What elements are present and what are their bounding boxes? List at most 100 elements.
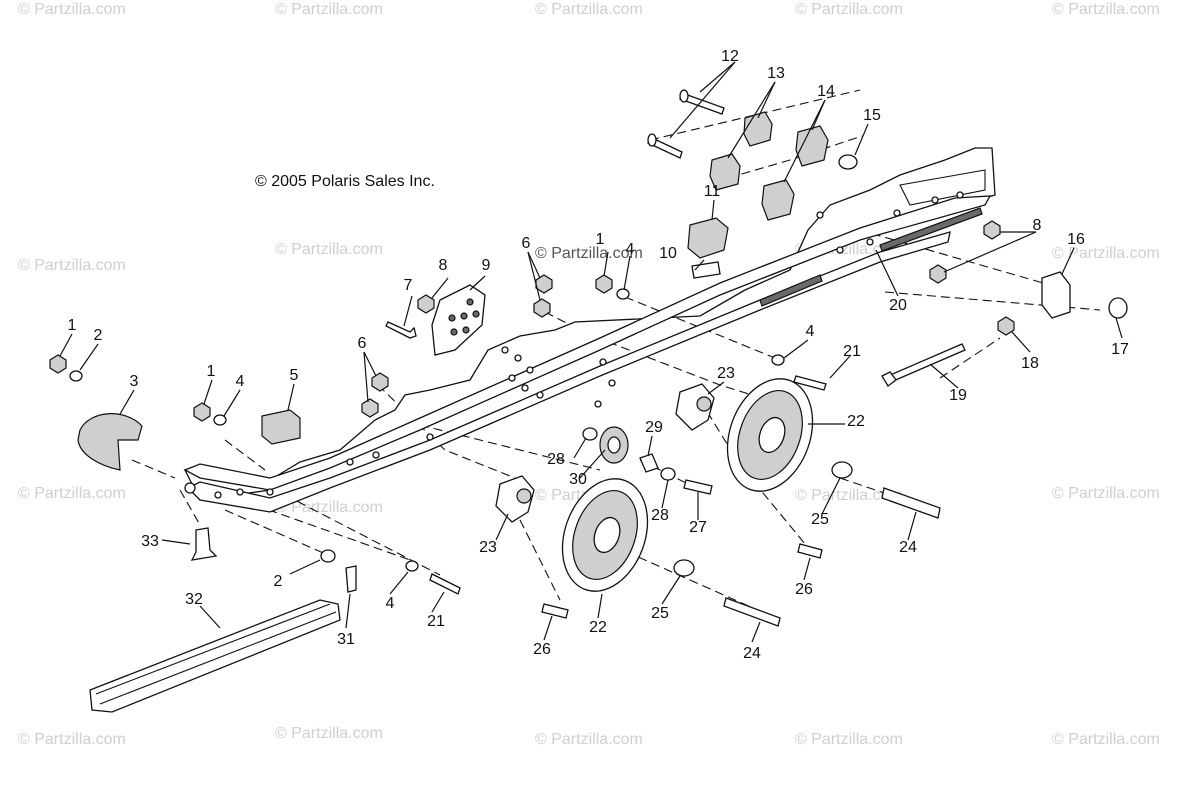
watermark: © Partzilla.com [18, 257, 126, 274]
callout-19: 19 [949, 387, 967, 404]
callouts: 12 13 14 15 11 8 16 1 6 4 10 8 9 7 20 1 … [68, 48, 1129, 662]
callout-27: 27 [689, 519, 707, 536]
idler-wheel [726, 378, 814, 492]
idler-wheel [561, 478, 649, 592]
callout-23: 23 [479, 539, 497, 556]
washer [320, 549, 336, 563]
callout-21: 21 [427, 613, 445, 630]
callout-4: 4 [236, 373, 245, 390]
bolt [793, 375, 827, 391]
rivet [190, 527, 218, 561]
copyright-text: © 2005 Polaris Sales Inc. [255, 173, 435, 190]
callout-29: 29 [645, 419, 663, 436]
washer [616, 288, 630, 300]
bolt [683, 479, 713, 495]
spacer [639, 453, 659, 473]
callout-4: 4 [386, 595, 395, 612]
bolt [797, 543, 823, 559]
callout-28: 28 [547, 451, 565, 468]
callout-23: 23 [717, 365, 735, 382]
rail-top [183, 195, 992, 491]
callout-32: 32 [185, 591, 203, 608]
watermark: © Partzilla.com [535, 1, 643, 18]
watermark: © Partzilla.com [275, 725, 383, 742]
callout-11: 11 [704, 183, 721, 200]
nut [533, 298, 551, 318]
nut [193, 402, 211, 422]
bolt [541, 603, 569, 619]
watermark: © Partzilla.com [535, 245, 643, 262]
pin [691, 261, 721, 279]
callout-17: 17 [1111, 341, 1129, 358]
watermark: © Partzilla.com [1052, 485, 1160, 502]
watermark: © Partzilla.com [795, 1, 903, 18]
nut [983, 220, 1001, 240]
callout-6: 6 [522, 235, 531, 252]
nut [929, 264, 947, 284]
callout-15: 15 [863, 107, 881, 124]
callout-21: 21 [843, 343, 861, 360]
nut [595, 274, 613, 294]
callout-25: 25 [811, 511, 829, 528]
rail-bracket [1041, 271, 1071, 319]
callout-28: 28 [651, 507, 669, 524]
bushing-block [795, 125, 829, 167]
washer [673, 559, 695, 577]
watermark: © Partzilla.com [1052, 731, 1160, 748]
end-plug [1108, 297, 1128, 319]
rail-side-plate [183, 147, 996, 501]
washer [69, 370, 83, 382]
callout-7: 7 [404, 277, 413, 294]
callout-18: 18 [1021, 355, 1039, 372]
axle-bolt [881, 487, 941, 519]
callout-26: 26 [533, 641, 551, 658]
callout-33: 33 [141, 533, 159, 550]
nut [371, 372, 389, 392]
watermark: © Partzilla.com [18, 1, 126, 18]
washer [838, 154, 858, 170]
washer [213, 414, 227, 426]
callout-2: 2 [94, 327, 103, 344]
watermark: © Partzilla.com [18, 731, 126, 748]
watermark: © Partzilla.com [795, 731, 903, 748]
spacer [709, 153, 741, 191]
callout-2: 2 [274, 573, 283, 590]
callout-13: 13 [767, 65, 785, 82]
callout-9: 9 [482, 257, 491, 274]
axle-bolt [887, 343, 966, 383]
nut [417, 294, 435, 314]
callout-4: 4 [626, 241, 635, 258]
hyfax-slider [89, 599, 341, 713]
callout-31: 31 [337, 631, 355, 648]
nut [997, 316, 1015, 336]
watermark: © Partzilla.com [275, 241, 383, 258]
callout-3: 3 [130, 373, 139, 390]
bushing-block [761, 179, 795, 221]
callout-22: 22 [589, 619, 607, 636]
callout-22: 22 [847, 413, 865, 430]
bolt [429, 573, 461, 595]
callout-5: 5 [290, 367, 299, 384]
callout-10: 10 [659, 245, 677, 262]
callout-26: 26 [795, 581, 813, 598]
watermark: © Partzilla.com [795, 487, 903, 504]
nut [49, 354, 67, 374]
watermark: © Partzilla.com [535, 731, 643, 748]
nut [361, 398, 379, 418]
watermark: © Partzilla.com [18, 485, 126, 502]
mount-plate [431, 284, 486, 356]
watermark: © Partzilla.com [1052, 245, 1160, 262]
washer [405, 560, 419, 572]
callout-30: 30 [569, 471, 587, 488]
rail-cap [77, 413, 143, 471]
callout-20: 20 [889, 297, 907, 314]
callout-24: 24 [743, 645, 761, 662]
rail-assembly [183, 147, 996, 513]
axle-bolt [723, 597, 781, 627]
washer [660, 467, 676, 481]
callout-24: 24 [899, 539, 917, 556]
washer [582, 427, 598, 441]
nut [535, 274, 553, 294]
callout-14: 14 [817, 83, 835, 100]
